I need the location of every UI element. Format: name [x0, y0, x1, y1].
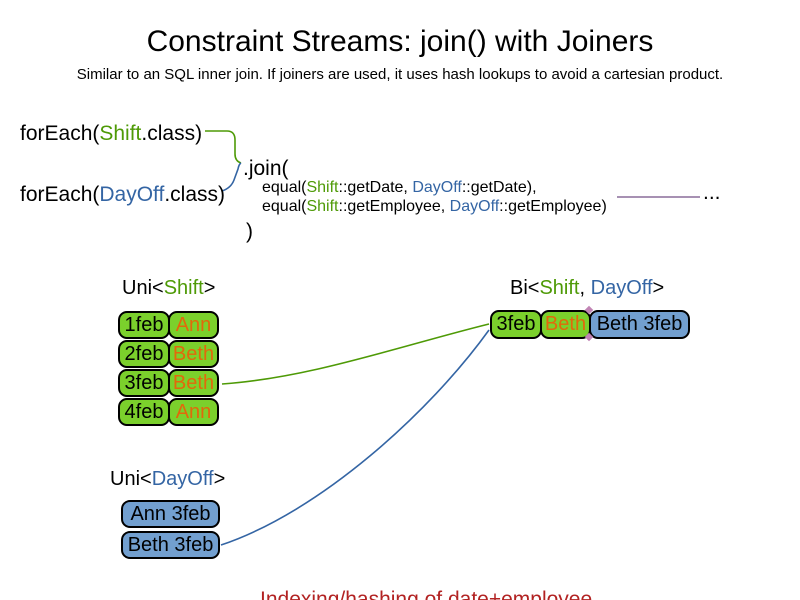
- uni-shift-label: Uni<Shift>: [122, 277, 215, 300]
- shift-employee-cell: Beth: [168, 340, 219, 368]
- bi-shift-date-cell: 3feb: [490, 310, 542, 339]
- bi-shift-employee-cell: Beth: [540, 310, 591, 339]
- code-text: ::getEmployee): [499, 198, 607, 215]
- page-subtitle: Similar to an SQL inner join. If joiners…: [76, 66, 724, 83]
- code-foreach-shift: forEach(Shift.class): [20, 121, 202, 146]
- code-text: forEach(: [20, 183, 100, 206]
- table-row: 2feb Beth: [118, 340, 219, 368]
- table-row: 4feb Ann: [118, 398, 219, 426]
- indexing-note: Indexing/hashing of date+employee to sca…: [260, 530, 608, 600]
- shift-class-token: Shift: [163, 277, 204, 299]
- code-join-close: ): [246, 220, 253, 243]
- shift-to-bi-curve: [221, 323, 490, 385]
- dayoff-cell: Ann 3feb: [121, 500, 220, 528]
- dayoff-class-token: DayOff: [449, 198, 500, 215]
- shift-date-cell: 1feb: [118, 311, 170, 339]
- label-text: Bi<: [510, 277, 540, 299]
- code-text: ::getDate,: [338, 179, 413, 196]
- dayoff-class-token: DayOff: [151, 468, 214, 490]
- code-text: ::getEmployee,: [338, 198, 450, 215]
- bi-label: Bi<Shift, DayOff>: [510, 277, 664, 300]
- brace-shift-connector: [205, 130, 242, 164]
- table-row: 1feb Ann: [118, 311, 219, 339]
- code-foreach-dayoff: forEach(DayOff.class): [20, 182, 225, 207]
- label-text: ,: [579, 277, 591, 299]
- label-text: >: [652, 277, 665, 299]
- shift-employee-cell: Beth: [168, 369, 219, 397]
- dayoff-cell: Beth 3feb: [121, 531, 220, 559]
- page-title: Constraint Streams: join() with Joiners: [146, 25, 654, 58]
- label-text: Uni<: [122, 277, 164, 299]
- bi-dayoff-cell: Beth 3feb: [589, 310, 690, 339]
- shift-employee-cell: Ann: [168, 398, 219, 426]
- code-text: equal(: [262, 179, 307, 196]
- code-joiner-employee: equal(Shift::getEmployee, DayOff::getEmp…: [262, 197, 607, 216]
- code-joiner-date: equal(Shift::getDate, DayOff::getDate),: [262, 178, 537, 197]
- uni-shift-table: 1feb Ann 2feb Beth 3feb Beth 4feb Ann: [118, 311, 219, 426]
- dayoff-class-token: DayOff: [590, 277, 653, 299]
- label-text: >: [203, 277, 216, 299]
- shift-employee-cell: Ann: [168, 311, 219, 339]
- code-text: equal(: [262, 198, 307, 215]
- shift-date-cell: 4feb: [118, 398, 170, 426]
- shift-date-cell: 2feb: [118, 340, 170, 368]
- table-row: 3feb Beth: [118, 369, 219, 397]
- code-text: forEach(: [20, 122, 100, 145]
- code-ellipsis: ...: [703, 181, 721, 204]
- shift-date-cell: 3feb: [118, 369, 170, 397]
- note-line: Indexing/hashing of date+employee: [260, 588, 593, 600]
- label-text: Uni<: [110, 468, 152, 490]
- bi-row: 3feb Beth Beth 3feb: [490, 310, 690, 339]
- label-text: >: [213, 468, 226, 490]
- dayoff-class-token: DayOff: [412, 179, 462, 196]
- shift-class-token: Shift: [306, 198, 339, 215]
- code-join-open: .join(: [243, 157, 289, 180]
- uni-dayoff-label: Uni<DayOff>: [110, 468, 225, 491]
- dayoff-to-bi-curve: [220, 329, 490, 546]
- code-text: .class): [164, 183, 226, 206]
- uni-dayoff-table: Ann 3feb Beth 3feb: [121, 500, 220, 559]
- dayoff-class-token: DayOff: [99, 183, 165, 206]
- shift-class-token: Shift: [99, 122, 142, 145]
- code-text: .class): [141, 122, 203, 145]
- shift-class-token: Shift: [306, 179, 339, 196]
- code-text: ::getDate),: [461, 179, 537, 196]
- shift-class-token: Shift: [539, 277, 580, 299]
